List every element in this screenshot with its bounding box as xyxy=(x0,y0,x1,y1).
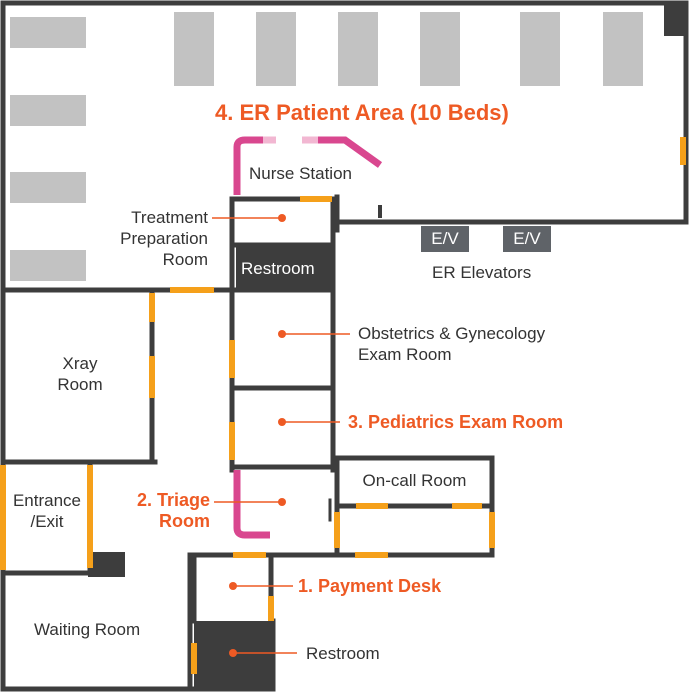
doors xyxy=(0,137,686,674)
post xyxy=(378,205,382,218)
leaders xyxy=(212,214,350,657)
bed xyxy=(338,12,378,86)
nurse-counter-left xyxy=(233,136,263,195)
xray-line: Room xyxy=(57,375,103,394)
bed xyxy=(10,17,86,48)
xray-line: Xray xyxy=(62,354,98,373)
corner-pillar xyxy=(664,4,686,36)
treatment-prep-label: Treatment Preparation Room xyxy=(88,207,208,270)
entrance-pillar xyxy=(88,552,125,577)
treatment-prep-line: Room xyxy=(162,250,208,269)
bed xyxy=(603,12,643,86)
bed xyxy=(256,12,296,86)
waiting-room-label: Waiting Room xyxy=(34,620,141,639)
leader-dot xyxy=(278,418,286,426)
bed xyxy=(10,95,86,126)
entrance-label: Entrance /Exit xyxy=(5,490,89,532)
er-patient-area-label: 4. ER Patient Area (10 Beds) xyxy=(215,100,509,125)
leader-dot xyxy=(229,582,237,590)
obgyn-line: Obstetrics & Gynecology xyxy=(358,324,546,343)
obgyn-line: Exam Room xyxy=(358,345,452,364)
leader-dot xyxy=(229,649,237,657)
payment-desk-label: 1. Payment Desk xyxy=(298,576,442,596)
nurse-counter-right xyxy=(318,136,383,168)
triage-line: Room xyxy=(159,511,210,531)
leader-dot xyxy=(278,330,286,338)
triage-counter xyxy=(233,470,270,539)
nurse-station-label: Nurse Station xyxy=(249,164,352,183)
dark-blocks xyxy=(88,4,686,689)
obgyn-label: Obstetrics & Gynecology Exam Room xyxy=(358,323,545,365)
er-elevators-label: ER Elevators xyxy=(432,263,532,282)
bed xyxy=(10,250,86,281)
elevator-tag: E/V xyxy=(421,226,469,252)
restroom-upper-label: Restroom xyxy=(241,259,315,278)
er-beds xyxy=(10,12,643,281)
bed xyxy=(420,12,460,86)
nurse-counters xyxy=(233,136,383,539)
restroom-upper-block xyxy=(236,245,333,290)
entrance-line: Entrance xyxy=(12,491,82,510)
elevator-tag: E/V xyxy=(503,226,551,252)
treatment-prep-line: Preparation xyxy=(120,229,208,248)
triage-line: 2. Triage xyxy=(136,490,210,510)
pediatrics-label: 3. Pediatrics Exam Room xyxy=(348,412,564,432)
restroom-lower-label: Restroom xyxy=(306,644,380,663)
triage-label: 2. Triage Room xyxy=(110,490,210,532)
xray-label: Xray Room xyxy=(40,353,120,395)
treatment-prep-line: Treatment xyxy=(131,208,208,227)
leader-dot xyxy=(278,498,286,506)
entrance-line: /Exit xyxy=(30,512,64,531)
leader-dot xyxy=(278,214,286,222)
bed xyxy=(174,12,214,86)
bed xyxy=(10,172,86,203)
bed xyxy=(520,12,560,86)
oncall-label: On-call Room xyxy=(362,471,467,490)
